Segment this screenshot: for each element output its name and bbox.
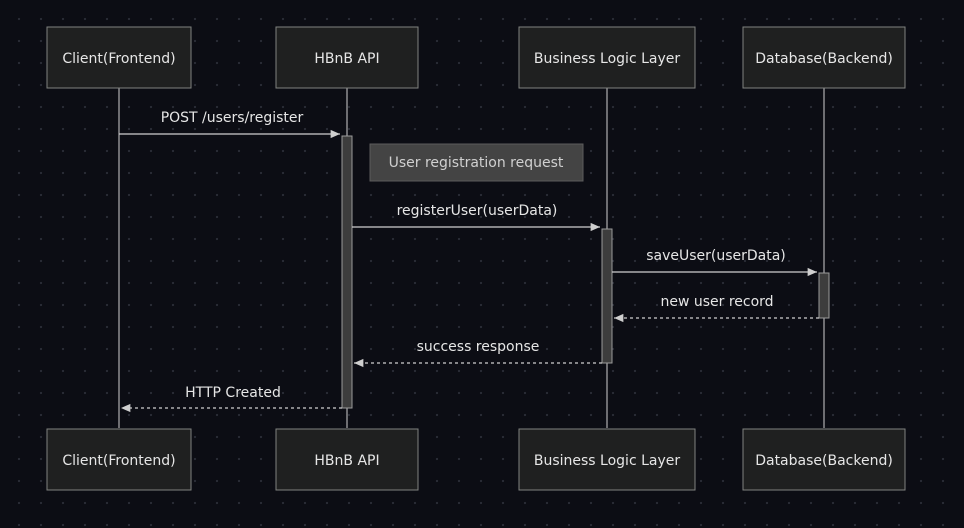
activation-api xyxy=(341,135,353,409)
message-post-register: POST /users/register xyxy=(119,110,340,139)
activation-db xyxy=(818,272,830,319)
message-label: saveUser(userData) xyxy=(646,248,786,264)
participant-label: Client(Frontend) xyxy=(62,51,175,67)
participant-api-top: HBnB API xyxy=(275,26,419,89)
message-success-response: success response xyxy=(354,339,602,368)
participant-logic-bottom: Business Logic Layer xyxy=(518,428,696,491)
note-text: User registration request xyxy=(389,155,564,171)
participant-label: Database(Backend) xyxy=(755,453,893,469)
participant-client-top: Client(Frontend) xyxy=(46,26,192,89)
message-label: POST /users/register xyxy=(161,110,304,126)
message-label: success response xyxy=(417,339,540,355)
message-label: new user record xyxy=(660,294,773,310)
participant-client-bottom: Client(Frontend) xyxy=(46,428,192,491)
participant-label: Business Logic Layer xyxy=(534,453,681,469)
participant-api-bottom: HBnB API xyxy=(275,428,419,491)
message-label: HTTP Created xyxy=(185,385,281,401)
participant-label: Client(Frontend) xyxy=(62,453,175,469)
participant-db-bottom: Database(Backend) xyxy=(742,428,906,491)
participant-label: Database(Backend) xyxy=(755,51,893,67)
message-new-user-record: new user record xyxy=(614,294,819,323)
participant-db-top: Database(Backend) xyxy=(742,26,906,89)
message-label: registerUser(userData) xyxy=(397,203,558,219)
activation-logic xyxy=(601,228,613,364)
participant-label: Business Logic Layer xyxy=(534,51,681,67)
message-register-user: registerUser(userData) xyxy=(352,203,600,232)
participant-logic-top: Business Logic Layer xyxy=(518,26,696,89)
note: User registration request xyxy=(369,143,584,182)
participant-label: HBnB API xyxy=(314,51,379,67)
message-http-created: HTTP Created xyxy=(121,385,342,413)
message-save-user: saveUser(userData) xyxy=(612,248,817,277)
participant-label: HBnB API xyxy=(314,453,379,469)
